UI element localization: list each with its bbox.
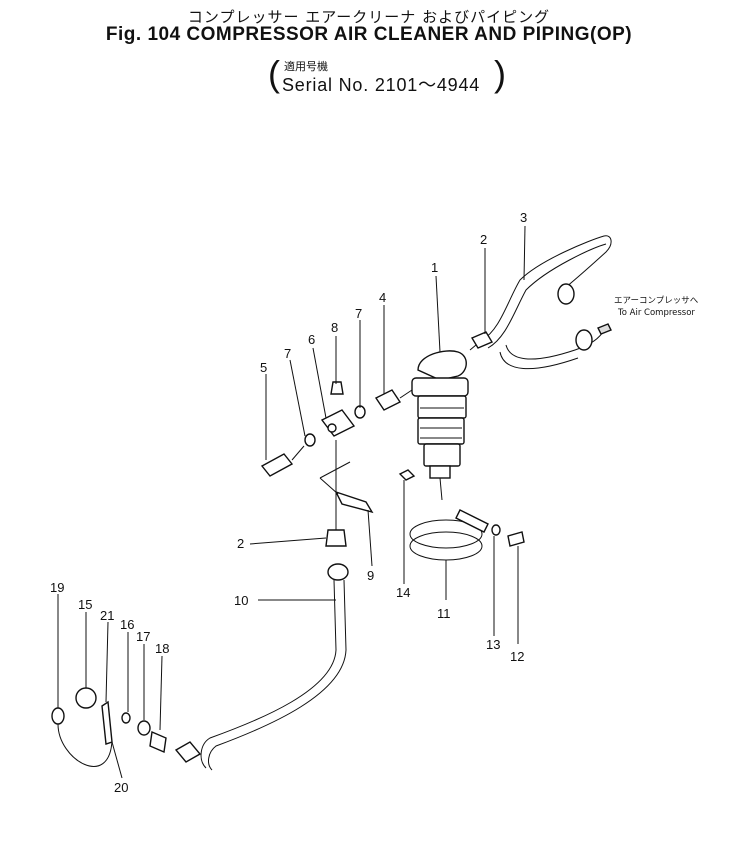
callout-2-lower: 2 xyxy=(237,536,244,551)
callout-10: 10 xyxy=(234,593,248,608)
serial-range: ( 適用号機 Serial No. 2101～4944 ) xyxy=(268,53,508,96)
callout-16: 16 xyxy=(120,617,134,632)
clamp-11 xyxy=(409,509,489,561)
connector-4 xyxy=(374,389,402,411)
pin-21 xyxy=(101,700,113,745)
callout-17: 17 xyxy=(136,629,150,644)
callout-12: 12 xyxy=(510,649,524,664)
plug-8 xyxy=(330,381,344,395)
callout-2-upper: 2 xyxy=(480,232,487,247)
air-cleaner-1 xyxy=(411,339,483,501)
callout-21: 21 xyxy=(100,608,114,623)
element-15 xyxy=(75,687,97,709)
callout-8: 8 xyxy=(331,320,338,335)
block-6 xyxy=(320,409,356,437)
callout-1: 1 xyxy=(431,260,438,275)
note-japanese: エアーコンプレッサへ xyxy=(614,296,699,306)
fitting-2-upper xyxy=(470,331,494,349)
bracket-18 xyxy=(149,730,167,754)
washer-7-left xyxy=(304,433,316,447)
callout-15: 15 xyxy=(78,597,92,612)
fitting-2-lower xyxy=(325,529,347,547)
paren-right: ) xyxy=(494,53,506,94)
title-japanese: コンプレッサー エアークリーナ およびパイピング xyxy=(187,8,551,26)
leader-lines xyxy=(57,225,526,779)
serial-number: Serial No. 2101～4944 xyxy=(282,75,481,95)
callout-14: 14 xyxy=(396,585,410,600)
washer-16 xyxy=(121,712,131,724)
callout-19: 19 xyxy=(50,580,64,595)
paren-left: ( xyxy=(268,53,280,94)
ring-19 xyxy=(51,707,65,725)
callout-7-right: 7 xyxy=(355,306,362,321)
callout-6: 6 xyxy=(308,332,315,347)
callout-7-left: 7 xyxy=(284,346,291,361)
figure-title: Fig. 104 COMPRESSOR AIR CLEANER AND PIPI… xyxy=(105,24,633,45)
callout-18: 18 xyxy=(155,641,169,656)
nut-14 xyxy=(398,469,416,481)
bolt-5 xyxy=(260,453,294,477)
serial-label-japanese: 適用号機 xyxy=(284,60,328,73)
pipe-10 xyxy=(174,563,349,771)
chain-20 xyxy=(57,723,113,767)
callout-5: 5 xyxy=(260,360,267,375)
pipe-3 xyxy=(481,235,612,370)
callout-9: 9 xyxy=(367,568,374,583)
callout-3: 3 xyxy=(520,210,527,225)
callout-20: 20 xyxy=(114,780,128,795)
fitting-9 xyxy=(334,490,374,514)
note-to-air-compressor: To Air Compressor xyxy=(617,308,695,318)
callout-4: 4 xyxy=(379,290,386,305)
callout-11: 11 xyxy=(437,606,451,621)
washer-17 xyxy=(137,720,151,736)
screw-12 xyxy=(507,531,525,547)
callout-13: 13 xyxy=(486,637,500,652)
washer-13 xyxy=(491,524,501,536)
